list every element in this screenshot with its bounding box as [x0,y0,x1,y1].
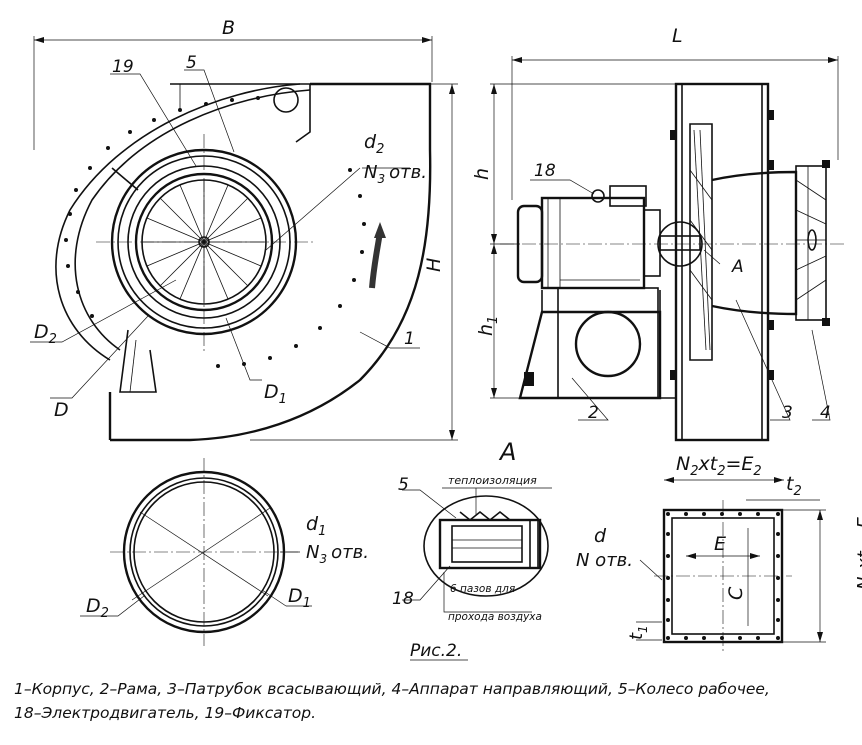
side-view: L h h1 [471,25,846,442]
flange-d: d [594,525,607,547]
detail-callout-5: 5 [398,475,409,495]
dim-L: L [672,25,683,47]
label-D1-flange: D1 [288,585,311,611]
impeller-blades [142,180,266,304]
label-D1-front: D1 [264,381,287,407]
callout-3: 3 [782,403,793,423]
label-D-front: D [54,399,69,421]
label-D2-flange: D2 [86,595,109,621]
detail-slots-line2: прохода воздуха [448,611,542,623]
label-d1: d1 [306,513,326,539]
dim-h: h [471,168,493,180]
label-D2-front: D2 [34,321,57,347]
callout-19: 19 [112,57,134,77]
detail-callout-18: 18 [392,589,414,609]
caption-line-2: 18–Электродвигатель, 19–Фиксатор. [14,704,317,722]
figure-label: Рис.2. [410,641,462,661]
dim-B: B [222,17,235,39]
flange-t2: t2 [786,473,802,499]
flange-t1: t1 [626,625,650,640]
detail-A: A теплоизоляция 5 18 6 пазов для прохода… [392,438,552,661]
callout-1: 1 [404,329,415,349]
callout-2: 2 [588,403,599,423]
dim-H: H [423,258,445,272]
flange-N-holes: N отв. [576,550,633,571]
rect-flange-view: N2xt2=E2 t2 E C N1xt1=E1 t1 d [576,453,862,652]
flange-C: C [725,586,747,600]
dim-h1: h1 [475,316,501,336]
detail-slots-line1: 6 пазов для [450,583,515,595]
callout-A: A [731,257,744,277]
label-d2: d2 [364,131,384,157]
callout-18-side: 18 [534,161,556,181]
flange-top-formula: N2xt2=E2 [676,453,762,479]
detail-insulation: теплоизоляция [448,474,537,487]
flange-E: E [714,533,726,555]
housing-bolt-holes [64,96,366,368]
flange-side-formula: N1xt1=E1 [854,509,862,590]
detail-A-title: A [498,438,516,466]
front-view: B H [30,17,458,442]
caption-line-1: 1–Корпус, 2–Рама, 3–Патрубок всасывающий… [14,680,770,698]
callout-5: 5 [186,53,197,73]
callout-4: 4 [820,403,831,423]
